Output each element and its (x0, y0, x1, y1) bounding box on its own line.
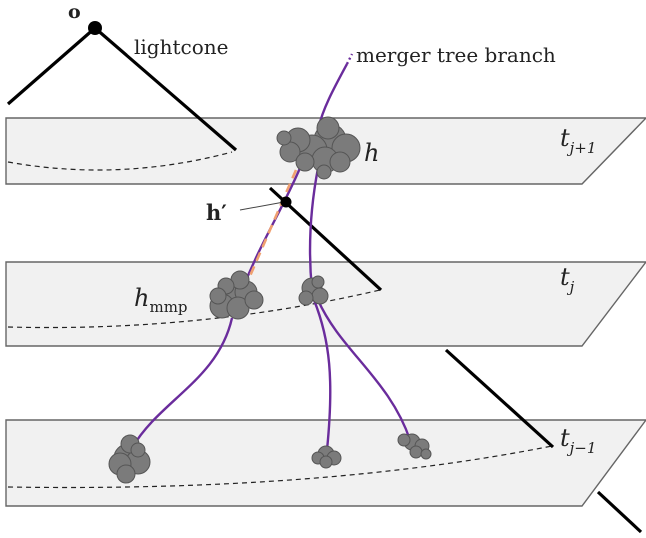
time-label-upper-sub: j+1 (567, 139, 597, 157)
halo-mmp-label: hmmp (134, 284, 188, 316)
halo-lower-mid (311, 445, 342, 469)
time-label-upper-main: t (560, 124, 570, 152)
lightcone-label: lightcone (134, 35, 228, 59)
halo-right-middle (298, 275, 329, 306)
lightcone-horizon-middle (7, 289, 381, 329)
time-slice-plane-middle (5, 261, 646, 347)
halo-h-label: h (364, 139, 379, 167)
lightcone-edge-right-top (93, 26, 238, 152)
most-massive-progenitor-link (248, 169, 298, 277)
time-label-middle-main: t (560, 263, 570, 291)
time-label-middle-sub: j (567, 278, 575, 296)
observer-point (88, 21, 102, 35)
merger-tree-branch-mmp-down (130, 317, 234, 449)
halo-h (276, 116, 361, 180)
halo-lower-left (108, 434, 151, 484)
merger-tree-branch-right-down-a (312, 299, 332, 451)
halo-mmp (209, 270, 264, 320)
lightcone-horizon-upper (7, 151, 233, 171)
h-prime-label: h′ (206, 200, 227, 225)
time-label-lower: tj−1 (560, 424, 596, 457)
time-label-lower-sub: j−1 (567, 439, 597, 457)
h-prime-leader-line (239, 201, 285, 211)
lightcone-edge-left (6, 26, 97, 106)
observer-label: o (68, 1, 81, 23)
lightcone-edge-right-bottom (596, 490, 643, 534)
time-label-upper: tj+1 (560, 124, 596, 157)
merger-tree-branch-h-to-right (308, 167, 320, 291)
merger-tree-branch-label: merger tree branch (356, 43, 556, 67)
lightcone-horizon-lower (7, 445, 553, 489)
h-prime-point (280, 196, 292, 208)
merger-tree-branch-right-down-b (316, 299, 412, 441)
halo-mmp-label-sub: mmp (149, 298, 187, 316)
merger-tree-branch-top-tail (345, 53, 354, 65)
time-label-lower-main: t (560, 424, 570, 452)
halo-mmp-label-main: h (134, 284, 149, 312)
halo-lower-right (397, 433, 432, 460)
lightcone-edge-right-low (444, 348, 555, 449)
time-label-middle: tj (560, 263, 575, 296)
